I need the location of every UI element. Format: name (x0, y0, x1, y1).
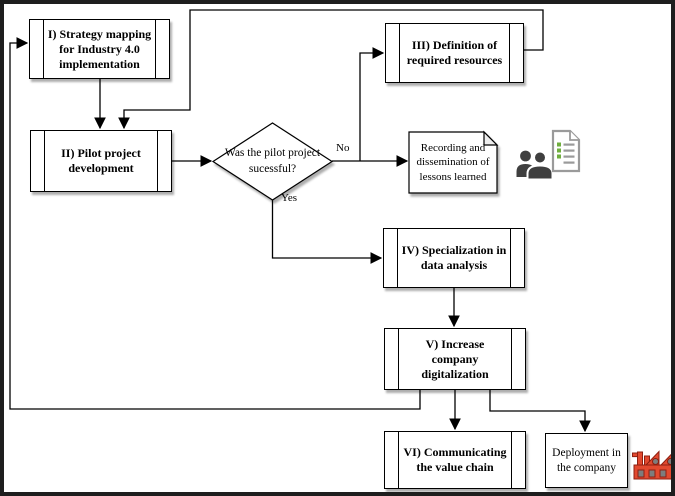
node-label: V) Increase company digitalization (421, 336, 489, 381)
side-bar (43, 20, 44, 78)
lessons-document-shape[interactable] (408, 130, 499, 194)
side-bar (511, 329, 512, 389)
edge-step3-to-step2-loop (118, 9, 544, 130)
node-pilot-project[interactable]: II) Pilot project development (30, 130, 172, 192)
side-bar (44, 131, 45, 191)
node-deployment[interactable]: Deployment in the company (545, 433, 628, 488)
side-bar (510, 229, 511, 287)
node-label: IV) Specialization in data analysis (401, 243, 507, 272)
node-data-analysis[interactable]: IV) Specialization in data analysis (383, 228, 525, 288)
edge-step5-to-deployment (489, 390, 591, 433)
side-bar (511, 432, 512, 488)
side-bar (399, 24, 400, 82)
people-icon (516, 150, 554, 181)
side-bar (398, 329, 399, 389)
folded-corner (483, 130, 499, 146)
node-label: I) Strategy mapping for Industry 4.0 imp… (47, 26, 152, 71)
side-bar (155, 20, 156, 78)
node-value-chain[interactable]: VI) Communicating the value chain (384, 431, 526, 489)
side-bar (397, 229, 398, 287)
node-label: VI) Communicating the value chain (403, 445, 507, 474)
checklist-document-icon (551, 129, 581, 173)
side-bar (398, 432, 399, 488)
node-strategy-mapping[interactable]: I) Strategy mapping for Industry 4.0 imp… (29, 19, 170, 79)
side-bar (509, 24, 510, 82)
edge-decision-yes-to-step4 (271, 200, 383, 264)
edge-step5-feedback-to-step1 (9, 37, 421, 410)
node-label: Deployment in the company (552, 446, 621, 474)
edge-no-branch-to-step3 (359, 47, 385, 161)
decision-diamond[interactable] (211, 122, 334, 201)
edge-label-yes: Yes (281, 192, 298, 204)
factory-icon (632, 450, 675, 480)
node-label: III) Definition of required resources (406, 38, 503, 67)
edge-label-no: No (336, 142, 350, 154)
node-required-resources[interactable]: III) Definition of required resources (385, 23, 524, 83)
side-bar (157, 131, 158, 191)
node-label: II) Pilot project development (61, 146, 141, 175)
node-digitalization[interactable]: V) Increase company digitalization (384, 328, 526, 390)
